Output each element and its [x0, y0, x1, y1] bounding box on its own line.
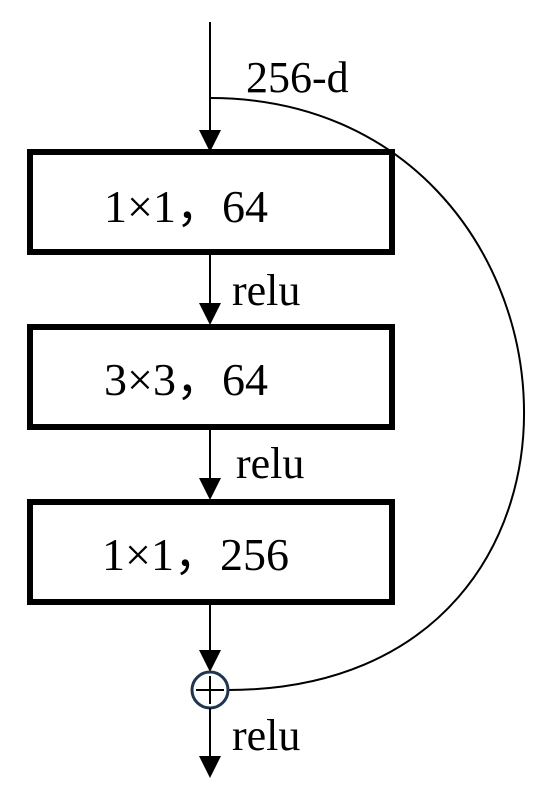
activation-label-3: relu [232, 711, 300, 760]
activation-label-2: relu [236, 439, 304, 488]
connector-2-3-arrow-icon [199, 478, 221, 500]
connector-3-sum-arrow-icon [199, 650, 221, 672]
connector-1-2-arrow-icon [199, 303, 221, 325]
layer-box-1 [27, 149, 395, 255]
layer-label-1: 1×1，64 [104, 181, 268, 232]
layer-box-3 [27, 499, 395, 605]
layer-box-2 [27, 324, 395, 430]
addition-node [190, 670, 230, 710]
input-arrow-icon [199, 130, 221, 152]
output-arrow-icon [199, 756, 221, 778]
activation-label-1: relu [232, 266, 300, 315]
layer-label-3: 1×1，256 [102, 529, 289, 580]
skip-connection [209, 97, 525, 691]
input-dimension-label: 256-d [246, 53, 349, 102]
layer-label-2: 3×3，64 [104, 354, 268, 405]
